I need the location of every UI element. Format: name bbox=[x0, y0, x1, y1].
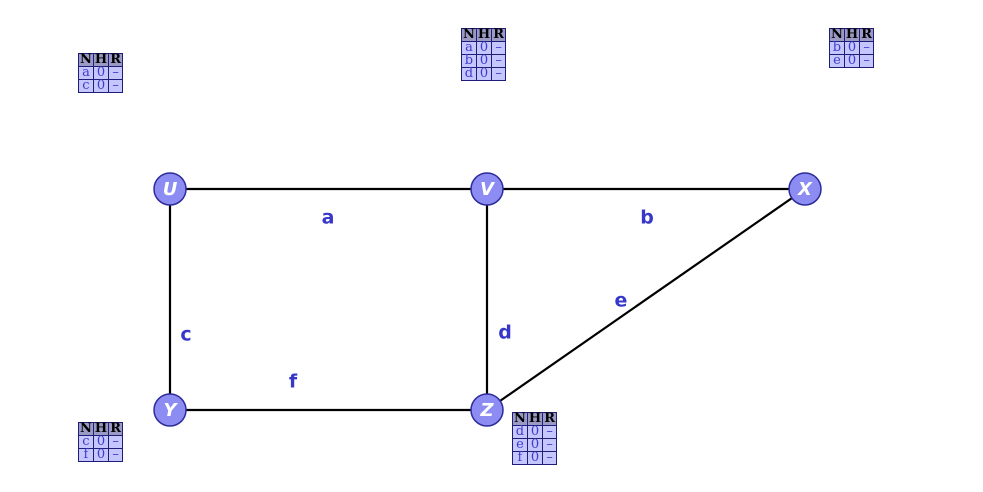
column-header: H bbox=[475, 27, 493, 42]
node-label: U bbox=[163, 179, 178, 200]
column-header: N bbox=[512, 411, 528, 426]
table-cell: – bbox=[108, 66, 123, 80]
table-cell: b bbox=[461, 54, 477, 68]
node-circle bbox=[153, 393, 187, 427]
table-cell: 0 bbox=[526, 451, 544, 465]
node-label: Z bbox=[479, 400, 494, 421]
table-cell: 0 bbox=[475, 67, 493, 81]
table-cell: 0 bbox=[843, 41, 861, 55]
table-cell: 0 bbox=[92, 435, 110, 449]
edge-label-a: a bbox=[322, 207, 335, 229]
table-cell: f bbox=[512, 451, 528, 465]
table-cell: – bbox=[542, 438, 557, 452]
table-cell: – bbox=[491, 41, 506, 55]
column-header: N bbox=[829, 27, 845, 42]
node-circle bbox=[470, 393, 504, 427]
table-cell: – bbox=[108, 448, 123, 462]
column-header: H bbox=[92, 52, 110, 67]
table-cell: a bbox=[78, 66, 94, 80]
node-y: Y bbox=[153, 393, 187, 427]
table-cell: – bbox=[859, 54, 874, 68]
table-cell: – bbox=[108, 79, 123, 93]
node-circle bbox=[788, 172, 822, 206]
node-label: V bbox=[480, 179, 496, 200]
edge-label-d: d bbox=[498, 322, 512, 344]
edge-label-f: f bbox=[289, 371, 298, 393]
table-cell: e bbox=[512, 438, 528, 452]
edge-label-c: c bbox=[180, 324, 191, 346]
column-header: R bbox=[859, 27, 874, 42]
node-circle bbox=[470, 172, 504, 206]
node-x: X bbox=[788, 172, 822, 206]
column-header: R bbox=[108, 421, 123, 436]
table-cell: 0 bbox=[475, 54, 493, 68]
edge-e bbox=[486, 188, 806, 411]
table-cell: d bbox=[461, 67, 477, 81]
edge-label-b: b bbox=[640, 207, 654, 229]
column-header: H bbox=[843, 27, 861, 42]
table-cell: – bbox=[108, 435, 123, 449]
column-header: H bbox=[526, 411, 544, 426]
table-cell: 0 bbox=[843, 54, 861, 68]
table-cell: – bbox=[542, 451, 557, 465]
node-label: Y bbox=[163, 400, 178, 421]
table-cell: c bbox=[78, 79, 94, 93]
table-cell: 0 bbox=[92, 79, 110, 93]
edge-label-e: e bbox=[615, 290, 628, 312]
node-u: U bbox=[153, 172, 187, 206]
table-cell: 0 bbox=[92, 448, 110, 462]
node-circle bbox=[153, 172, 187, 206]
table-cell: – bbox=[491, 67, 506, 81]
table-cell: – bbox=[542, 425, 557, 439]
table-cell: f bbox=[78, 448, 94, 462]
table-cell: 0 bbox=[526, 425, 544, 439]
node-z: Z bbox=[470, 393, 504, 427]
table-cell: e bbox=[829, 54, 845, 68]
node-v: V bbox=[470, 172, 504, 206]
table-cell: 0 bbox=[526, 438, 544, 452]
node-label: X bbox=[797, 179, 813, 200]
